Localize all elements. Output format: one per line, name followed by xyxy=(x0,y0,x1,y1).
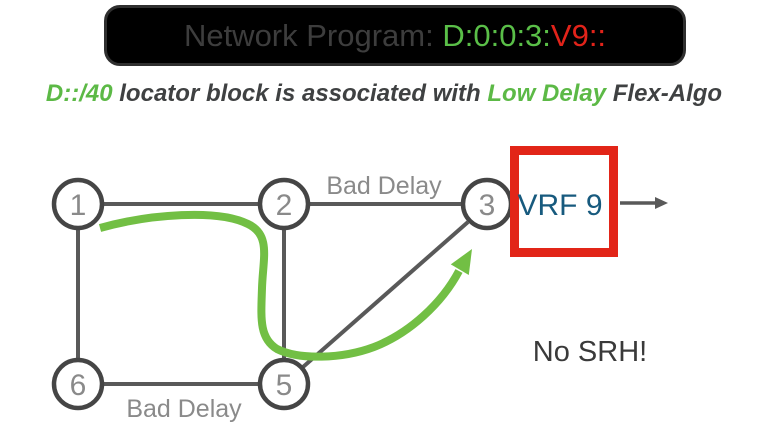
subtitle-middle-text: locator block is associated with xyxy=(112,80,488,107)
topology-links xyxy=(76,202,470,386)
banner-locator-text: D:0:0:3: xyxy=(442,18,551,53)
node-5-circle xyxy=(257,357,311,411)
vrf-label: VRF 9 xyxy=(517,189,602,222)
node-2-label: 2 xyxy=(276,189,293,222)
network-program-banner: Network Program: D:0:0:3:V9:: xyxy=(104,5,686,66)
low-delay-path-arrowhead-icon xyxy=(450,249,472,275)
vrf-red-box xyxy=(510,146,618,257)
bad-delay-label-top: Bad Delay xyxy=(326,172,442,200)
subtitle: D::/40 locator block is associated with … xyxy=(0,80,768,108)
vrf-highlight-rect xyxy=(516,201,577,233)
node-1-circle xyxy=(51,177,105,231)
banner-vrf-sid-text: V9:: xyxy=(550,18,607,53)
node-3-label: 3 xyxy=(479,189,496,222)
subtitle-tail-text: Flex-Algo xyxy=(606,80,723,107)
topology-nodes: 1 2 3 6 5 xyxy=(51,177,514,411)
subtitle-locator-text: D::/40 xyxy=(45,80,113,107)
node-2-circle xyxy=(257,177,311,231)
node-1-label: 1 xyxy=(70,189,87,222)
low-delay-path-curve xyxy=(98,210,463,361)
node-6-circle xyxy=(51,357,105,411)
bad-delay-label-bottom: Bad Delay xyxy=(126,395,242,423)
banner-prefix-text: Network Program: xyxy=(183,18,443,53)
link-5-3 xyxy=(301,220,470,369)
node-5-label: 5 xyxy=(276,369,293,402)
egress-arrowhead-icon xyxy=(655,197,668,209)
node-6-label: 6 xyxy=(70,369,87,402)
subtitle-algo-text: Low Delay xyxy=(487,80,607,107)
no-srh-label: No SRH! xyxy=(533,336,647,368)
